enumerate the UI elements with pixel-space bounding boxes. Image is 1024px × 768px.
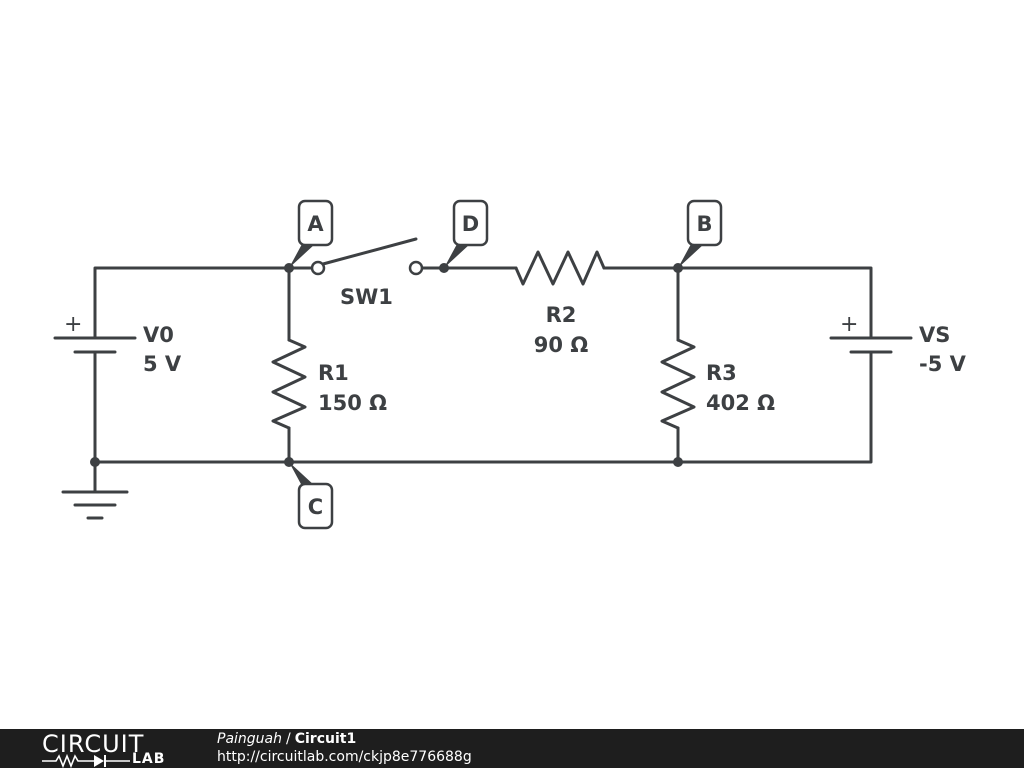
switch-sw1-terminal-right (408, 260, 424, 276)
footer-bar: CIRCUIT LAB Painguah/Circuit1 http://cir… (0, 729, 1024, 768)
wire-v0-top (93, 266, 291, 340)
label-vs-value: -5 V (919, 352, 967, 376)
node-tag-b-box (686, 199, 723, 247)
battery-vs[interactable]: + (829, 312, 913, 354)
logo-resistor-diode-icon (42, 753, 130, 768)
ground-symbol (61, 490, 129, 520)
wires (93, 266, 873, 494)
logo-lab-text: LAB (132, 751, 166, 767)
node-tag-d[interactable]: D (444, 199, 489, 268)
label-r3-value: 402 Ω (706, 391, 775, 415)
footer-url-link[interactable]: http://circuitlab.com/ckjp8e776688g (217, 749, 472, 765)
footer-title: Painguah/Circuit1 (217, 731, 356, 747)
node-tag-b[interactable]: B (678, 199, 723, 268)
battery-vs-plus: + (840, 312, 858, 337)
resistor-r1[interactable] (271, 338, 307, 430)
label-r2-name: R2 (546, 303, 577, 327)
label-v0-value: 5 V (143, 352, 182, 376)
resistor-r2[interactable] (514, 250, 606, 286)
footer-circuit-name[interactable]: Circuit1 (294, 731, 357, 747)
node-tag-c[interactable]: C (289, 462, 334, 530)
label-r2-value: 90 Ω (534, 333, 589, 357)
node-tag-a[interactable]: A (289, 199, 334, 268)
footer-separator: / (286, 731, 291, 747)
logo-wordmark: CIRCUIT (42, 730, 145, 758)
node-tag-d-box (452, 199, 489, 247)
switch-sw1[interactable] (310, 237, 424, 276)
junction-ground (90, 457, 100, 467)
wire-bottom-rail (93, 350, 873, 464)
switch-sw1-lever (321, 237, 418, 266)
node-tag-b-pointer (678, 244, 704, 268)
switch-sw1-terminal-left (310, 260, 326, 276)
node-tag-c-box (297, 482, 334, 530)
node-tag-d-pointer (444, 244, 470, 268)
node-tag-a-label: A (307, 212, 324, 236)
wire-vs-top (676, 266, 873, 340)
label-r1-value: 150 Ω (318, 391, 387, 415)
battery-v0[interactable]: + (53, 312, 137, 354)
node-tag-c-pointer (289, 462, 315, 486)
node-tag-a-pointer (289, 244, 315, 268)
resistor-r3[interactable] (660, 338, 696, 430)
label-v0-name: V0 (143, 323, 174, 347)
battery-v0-plus: + (64, 312, 82, 337)
label-r1-name: R1 (318, 361, 349, 385)
node-tag-b-label: B (696, 212, 712, 236)
node-tag-c-label: C (308, 495, 323, 519)
node-tag-a-box (297, 199, 334, 247)
node-tag-d-label: D (462, 212, 479, 236)
junction-bottom-r3 (673, 457, 683, 467)
footer-author[interactable]: Painguah (217, 731, 282, 747)
circuitlab-logo[interactable]: CIRCUIT LAB (42, 729, 182, 768)
label-sw1-name: SW1 (340, 285, 393, 309)
circuit-schematic: + + A (53, 199, 967, 530)
label-vs-name: VS (919, 323, 950, 347)
label-r3-name: R3 (706, 361, 737, 385)
